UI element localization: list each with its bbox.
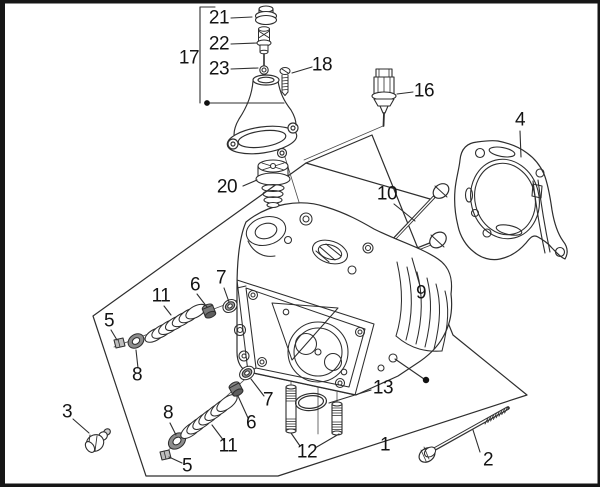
- breather-valve: [256, 26, 272, 66]
- valve-spring-group-lower: [159, 365, 255, 461]
- head-gasket: [454, 139, 568, 261]
- valve-seal-lower: [228, 381, 244, 397]
- valve-spring-lower: [180, 394, 238, 439]
- temperature-sensor: [371, 68, 397, 127]
- seal-ring: [259, 65, 269, 75]
- valve-spring-group-upper: [113, 298, 238, 349]
- thermostat-cover: [226, 74, 299, 159]
- reference-dots: [204, 100, 430, 384]
- group-17-dot: [204, 100, 210, 106]
- valve-spring-upper: [144, 303, 207, 343]
- thermostat: [255, 159, 291, 209]
- cylinder-head-body: [233, 202, 453, 396]
- group-17-bracket: [199, 6, 216, 104]
- valve-seal-upper: [201, 303, 217, 319]
- reference-box: [92, 134, 528, 477]
- cap: [254, 5, 278, 26]
- screw: [279, 67, 291, 96]
- dowel-studs: [285, 384, 343, 436]
- o-ring: [294, 392, 328, 412]
- leader-lines: [72, 6, 522, 464]
- plug-bolt: [84, 428, 111, 453]
- group-1-dot: [422, 376, 430, 384]
- cylinder-bolt: [418, 406, 510, 463]
- cotter-upper: [113, 337, 126, 349]
